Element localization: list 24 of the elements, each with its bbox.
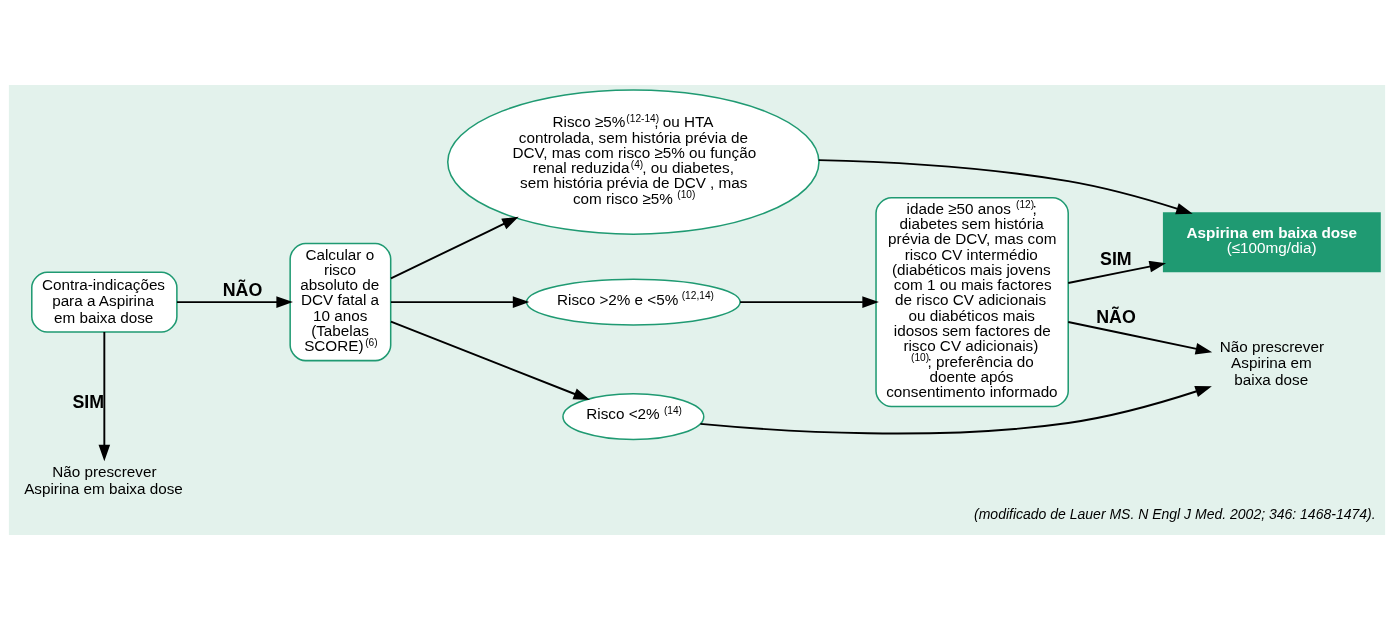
arrow [390,216,519,279]
node-ellipse: Risco >2% e <5% $^{(12,14)}$ [525,277,741,326]
arrow [390,295,530,308]
node-ellipse: Risco ≥5%$^{(12-14)}$, ou HTA controlada, sem história prévia de DCV, mas com risco ≥5% ou função renal reduzida$^{(4)}$, ou diabetes, sem história prévia de DCV , mas com risco ≥5% $^{(10)}$ [447,88,820,235]
arrow [1067,320,1213,354]
edge-label: NÃO [1096,306,1136,327]
arrow [817,158,1193,214]
caption: (modificado de Lauer MS. N Engl J Med. 2002; 346: 1468-1474). [974,505,1376,522]
arrow [739,295,879,308]
node-text: Não prescrever Aspirina em baixa dose [24,462,183,497]
arrow [390,320,591,400]
node-ellipse: Risco <2% $^{(14)}$ [562,392,705,440]
edge-label: SIM [1100,248,1132,269]
node-box: Aspirina em baixa dose (≤100mg/dia) [1162,211,1381,272]
arrow [176,295,293,308]
arrow [699,385,1212,434]
arrow [98,330,111,461]
node-box: Contra-indicações para a Aspirina em baixa dose [31,270,178,333]
node-box: Calcular o risco absoluto de DCV fatal a 10 anos (Tabelas SCORE)$^{(6)}$ [289,242,392,361]
node-box: idade ≥50 anos $^{(12)}$; diabetes sem história prévia de DCV, mas com risco CV intermédio (diabéticos mais jovens com 1 ou mais factores de risco CV adicionais ou diabéticos mais idosos sem factores de risco CV adicionais) $^{(10)}$; preferência do doente após consentimento informado [875,196,1069,407]
edge-label: NÃO [222,279,263,300]
arrow [1067,260,1167,284]
node-text: Não prescrever Aspirina em baixa dose [1219,337,1325,388]
edge-label: SIM [72,391,105,412]
